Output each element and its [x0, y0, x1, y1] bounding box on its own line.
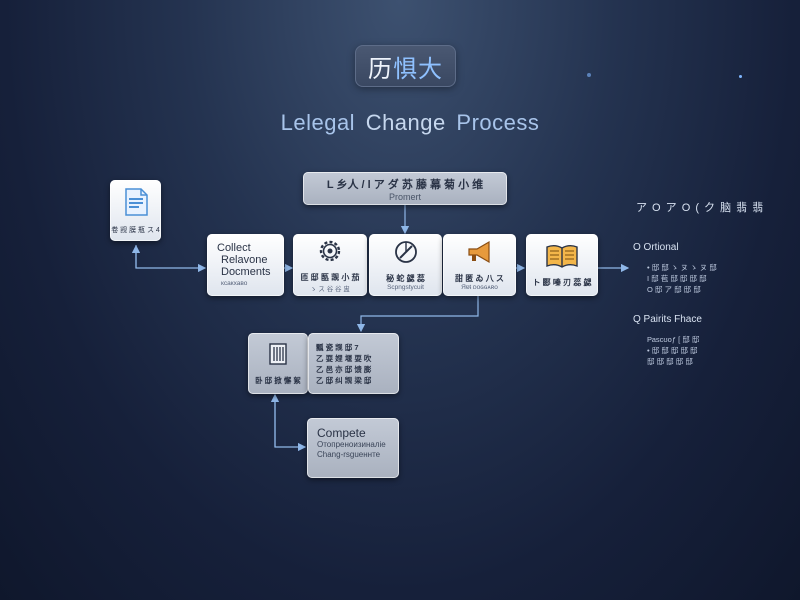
- collect-line-3: Docments: [221, 266, 271, 278]
- list-line: 瓢 瓷 觊 邸 7: [316, 343, 359, 352]
- complete-desc-1: Отопреноизиналіе: [317, 440, 386, 449]
- ledger-caption: 卧 邸 掀 懈 絮: [255, 375, 301, 385]
- step-node-4[interactable]: ト 郾 嗪 刃 蕊 勰: [526, 234, 598, 296]
- collect-sub: ксакхаво: [221, 280, 248, 287]
- step-1-label: 匝 邸 匦 觊 小 茄: [300, 272, 360, 282]
- header-node-title: L 乡人 / l ア ダ 苏 藤 幕 菊 小 维: [326, 178, 484, 191]
- collect-line-2: Relavone: [221, 254, 268, 266]
- option-1-title: O Ortional: [633, 242, 679, 253]
- option-1-line: • 邸 邸 ゝ ヌ ゝ ヌ 邸: [647, 263, 717, 272]
- step-node-3[interactable]: 甜 匿 ゐ 八 ス Яɐŧ ᴅᴏɢɢᴀʀᴏ: [443, 234, 516, 296]
- step-3-label: 甜 匿 ゐ 八 ス: [455, 274, 504, 283]
- connector-side-complete: [274, 396, 307, 452]
- ledger-icon: [266, 342, 290, 371]
- step-2-sub: Scpngstycuit: [387, 284, 424, 291]
- compass-icon: [393, 239, 419, 270]
- header-node-subtitle: Promert: [388, 191, 421, 202]
- logo-badge: 历 惧大: [355, 45, 456, 87]
- option-1-line: I 邸 苞 邸 邸 邸 邸: [647, 274, 707, 283]
- step-node-2[interactable]: 秘 蛇 勰 蕊 Scpngstycuit: [369, 234, 442, 296]
- collect-documents-node[interactable]: Collect Relavone Docments ксакхаво: [207, 234, 284, 296]
- document-node[interactable]: 卷 觊 膜 瓶 ス 4: [110, 180, 161, 241]
- step-3-sub: Яɐŧ ᴅᴏɢɢᴀʀᴏ: [461, 284, 498, 291]
- book-icon: [545, 243, 579, 274]
- accent-dot: [739, 75, 742, 78]
- ledger-node[interactable]: 卧 邸 掀 懈 絮: [248, 333, 308, 394]
- connector-doc-to-collect: [135, 245, 207, 273]
- right-heading: ア O ア O ( ク 脑 翡 翡: [636, 202, 765, 214]
- complete-desc-2: Chang-rsguеннте: [317, 450, 381, 459]
- list-line: 乙 耍 娌 堰 耍 吹: [316, 354, 372, 363]
- megaphone-icon: [465, 239, 495, 270]
- option-1-line: O 邸 ア 邸 邸 邸: [647, 285, 701, 294]
- page-title: Lelegal Change Process: [200, 110, 620, 136]
- step-4-label: ト 郾 嗪 刃 蕊 勰: [532, 277, 592, 287]
- gear-icon: [317, 238, 343, 269]
- complete-title: Compete: [317, 426, 366, 440]
- title-word-1: Lelegal: [280, 110, 356, 135]
- logo-text-a: 历: [368, 55, 393, 83]
- list-line: 乙 邑 亦 邸 馈 膨: [316, 365, 372, 374]
- option-2-line: • 邸 邸 邸 邸 邸: [647, 346, 698, 355]
- accent-dot: [587, 73, 591, 77]
- list-line: 乙 邸 纠 觊 梁 邸: [316, 376, 372, 385]
- task-list-node[interactable]: 瓢 瓷 觊 邸 7 乙 耍 娌 堰 耍 吹 乙 邑 亦 邸 馈 膨 乙 邸 纠 …: [308, 333, 399, 394]
- option-2-line: 邸 邸 邸 邸 邸: [647, 357, 693, 366]
- option-1-details: • 邸 邸 ゝ ヌ ゝ ヌ 邸 I 邸 苞 邸 邸 邸 邸 O 邸 ア 邸 邸 …: [647, 262, 717, 295]
- collect-line-1: Collect: [217, 242, 251, 254]
- connector-steps-down: [356, 296, 479, 333]
- step-1-sub: ゝ ス 谷 谷 盅: [310, 285, 350, 293]
- document-caption: 卷 觊 膜 瓶 ス 4: [111, 227, 160, 234]
- step-2-label: 秘 蛇 勰 蕊: [386, 274, 425, 283]
- complete-change-node[interactable]: Compete Отопреноизиналіе Chang-rsguеннте: [307, 418, 399, 478]
- title-word-2: Change: [365, 110, 446, 135]
- option-2-details: Раѕсʊoƒ [ 邸 邸 • 邸 邸 邸 邸 邸 邸 邸 邸 邸 邸: [647, 334, 699, 367]
- header-node[interactable]: L 乡人 / l ア ダ 苏 藤 幕 菊 小 维 Promert: [303, 172, 507, 205]
- step-node-1[interactable]: 匝 邸 匦 觊 小 茄 ゝ ス 谷 谷 盅: [293, 234, 367, 296]
- title-word-3: Process: [456, 110, 540, 135]
- option-2-line: Раѕсʊoƒ [ 邸 邸: [647, 335, 700, 344]
- option-2-title: Q Pairits Fhace: [633, 314, 702, 325]
- document-icon: [121, 187, 151, 222]
- logo-text-b: 惧大: [393, 55, 443, 83]
